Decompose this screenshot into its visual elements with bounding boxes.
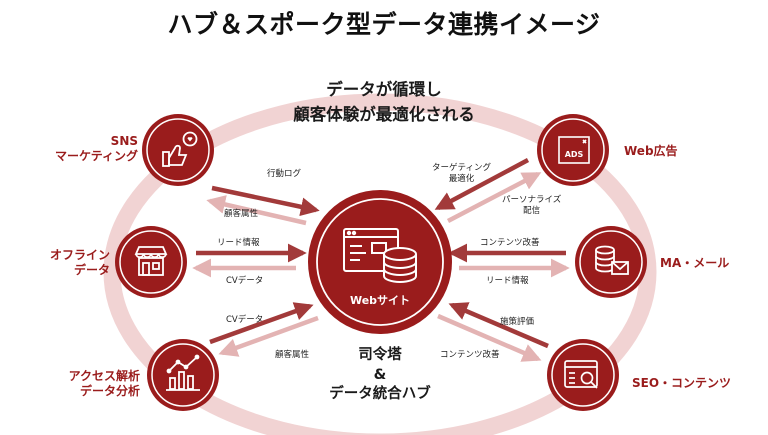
offline-label-line2: データ — [73, 263, 110, 277]
flow-label-ma-out: リード情報 — [486, 276, 529, 286]
hub-name: Webサイト — [349, 294, 411, 307]
store-icon — [134, 246, 168, 276]
flow-arrow-access-in — [209, 302, 314, 345]
seo-node-ring — [551, 343, 615, 407]
cycle-caption-line1: データが循環し — [326, 80, 442, 99]
offline-node-ring — [119, 230, 183, 294]
flow-label-access-in: CVデータ — [226, 315, 264, 325]
flow-arrow-seo-in — [448, 302, 549, 349]
flow-arrow-webad-out — [446, 172, 542, 223]
thumbs-up-icon — [162, 131, 198, 167]
database-mail-icon — [595, 245, 629, 275]
offline-label: オフライン データ — [50, 248, 110, 278]
hub-circle-ring — [316, 198, 444, 326]
access-node — [147, 339, 219, 411]
offline-node — [115, 226, 187, 298]
flow-label-webad-out-line2: 配信 — [523, 205, 541, 216]
flow-label-webad-in: ターゲティング 最適化 — [432, 163, 491, 184]
flow-arrow-access-out — [218, 315, 319, 357]
flow-arrow-webad-in — [434, 158, 530, 210]
hub-caption-line3: データ統合ハブ — [329, 386, 431, 402]
analytics-chart-icon — [166, 354, 200, 391]
flow-label-offline-in: リード情報 — [217, 238, 260, 248]
sns-label-line1: SNS — [110, 134, 138, 148]
webad-label: Web広告 — [624, 144, 678, 158]
ma-label: MA・メール — [660, 256, 730, 270]
flow-label-sns-out: 顧客属性 — [224, 209, 259, 219]
sns-label-line2: マーケティング — [54, 149, 138, 163]
flow-label-seo-out: コンテンツ改善 — [440, 350, 500, 360]
flow-label-seo-in: 施策評価 — [500, 317, 535, 327]
flow-label-webad-in-line1: ターゲティング — [432, 163, 491, 173]
offline-label-line1: オフライン — [49, 248, 110, 262]
flow-arrow-sns-in — [211, 185, 320, 217]
website-database-icon — [343, 228, 417, 283]
access-label-line2: データ分析 — [79, 384, 140, 398]
flow-arrow-seo-out — [437, 313, 542, 362]
webad-node-ring — [541, 118, 605, 182]
cycle-caption-line2: 顧客体験が最適化される — [293, 105, 475, 124]
flow-label-webad-out-line1: パーソナライズ — [502, 195, 562, 205]
flow-label-webad-in-line2: 最適化 — [448, 173, 475, 184]
search-content-icon — [564, 360, 598, 389]
flow-label-access-out: 顧客属性 — [275, 350, 310, 360]
webad-node — [537, 114, 609, 186]
access-label-line1: アクセス解析 — [68, 369, 140, 383]
flow-label-webad-out: パーソナライズ 配信 — [502, 195, 561, 216]
flow-arrow-sns-out — [206, 195, 307, 226]
hub-caption-line1: 司令塔 — [358, 347, 402, 363]
cycle-ring — [103, 93, 657, 435]
hub-caption-line2: & — [373, 367, 387, 383]
access-label: アクセス解析 データ分析 — [69, 369, 140, 399]
seo-label: SEO・コンテンツ — [632, 376, 732, 390]
access-node-ring — [151, 343, 215, 407]
page-title: ハブ＆スポーク型データ連携イメージ — [167, 10, 601, 39]
sns-label: SNS マーケティング — [55, 134, 138, 164]
ma-node-ring — [579, 230, 643, 294]
flow-label-sns-in: 行動ログ — [267, 169, 302, 179]
ma-node — [575, 226, 647, 298]
ads-icon — [558, 136, 590, 164]
hub-circle-outer — [308, 190, 452, 334]
ads-icon-text: ADS — [565, 150, 584, 159]
sns-node — [142, 114, 214, 186]
flow-label-offline-out: CVデータ — [226, 276, 264, 286]
sns-node-ring — [146, 118, 210, 182]
flow-label-ma-in: コンテンツ改善 — [480, 238, 540, 248]
